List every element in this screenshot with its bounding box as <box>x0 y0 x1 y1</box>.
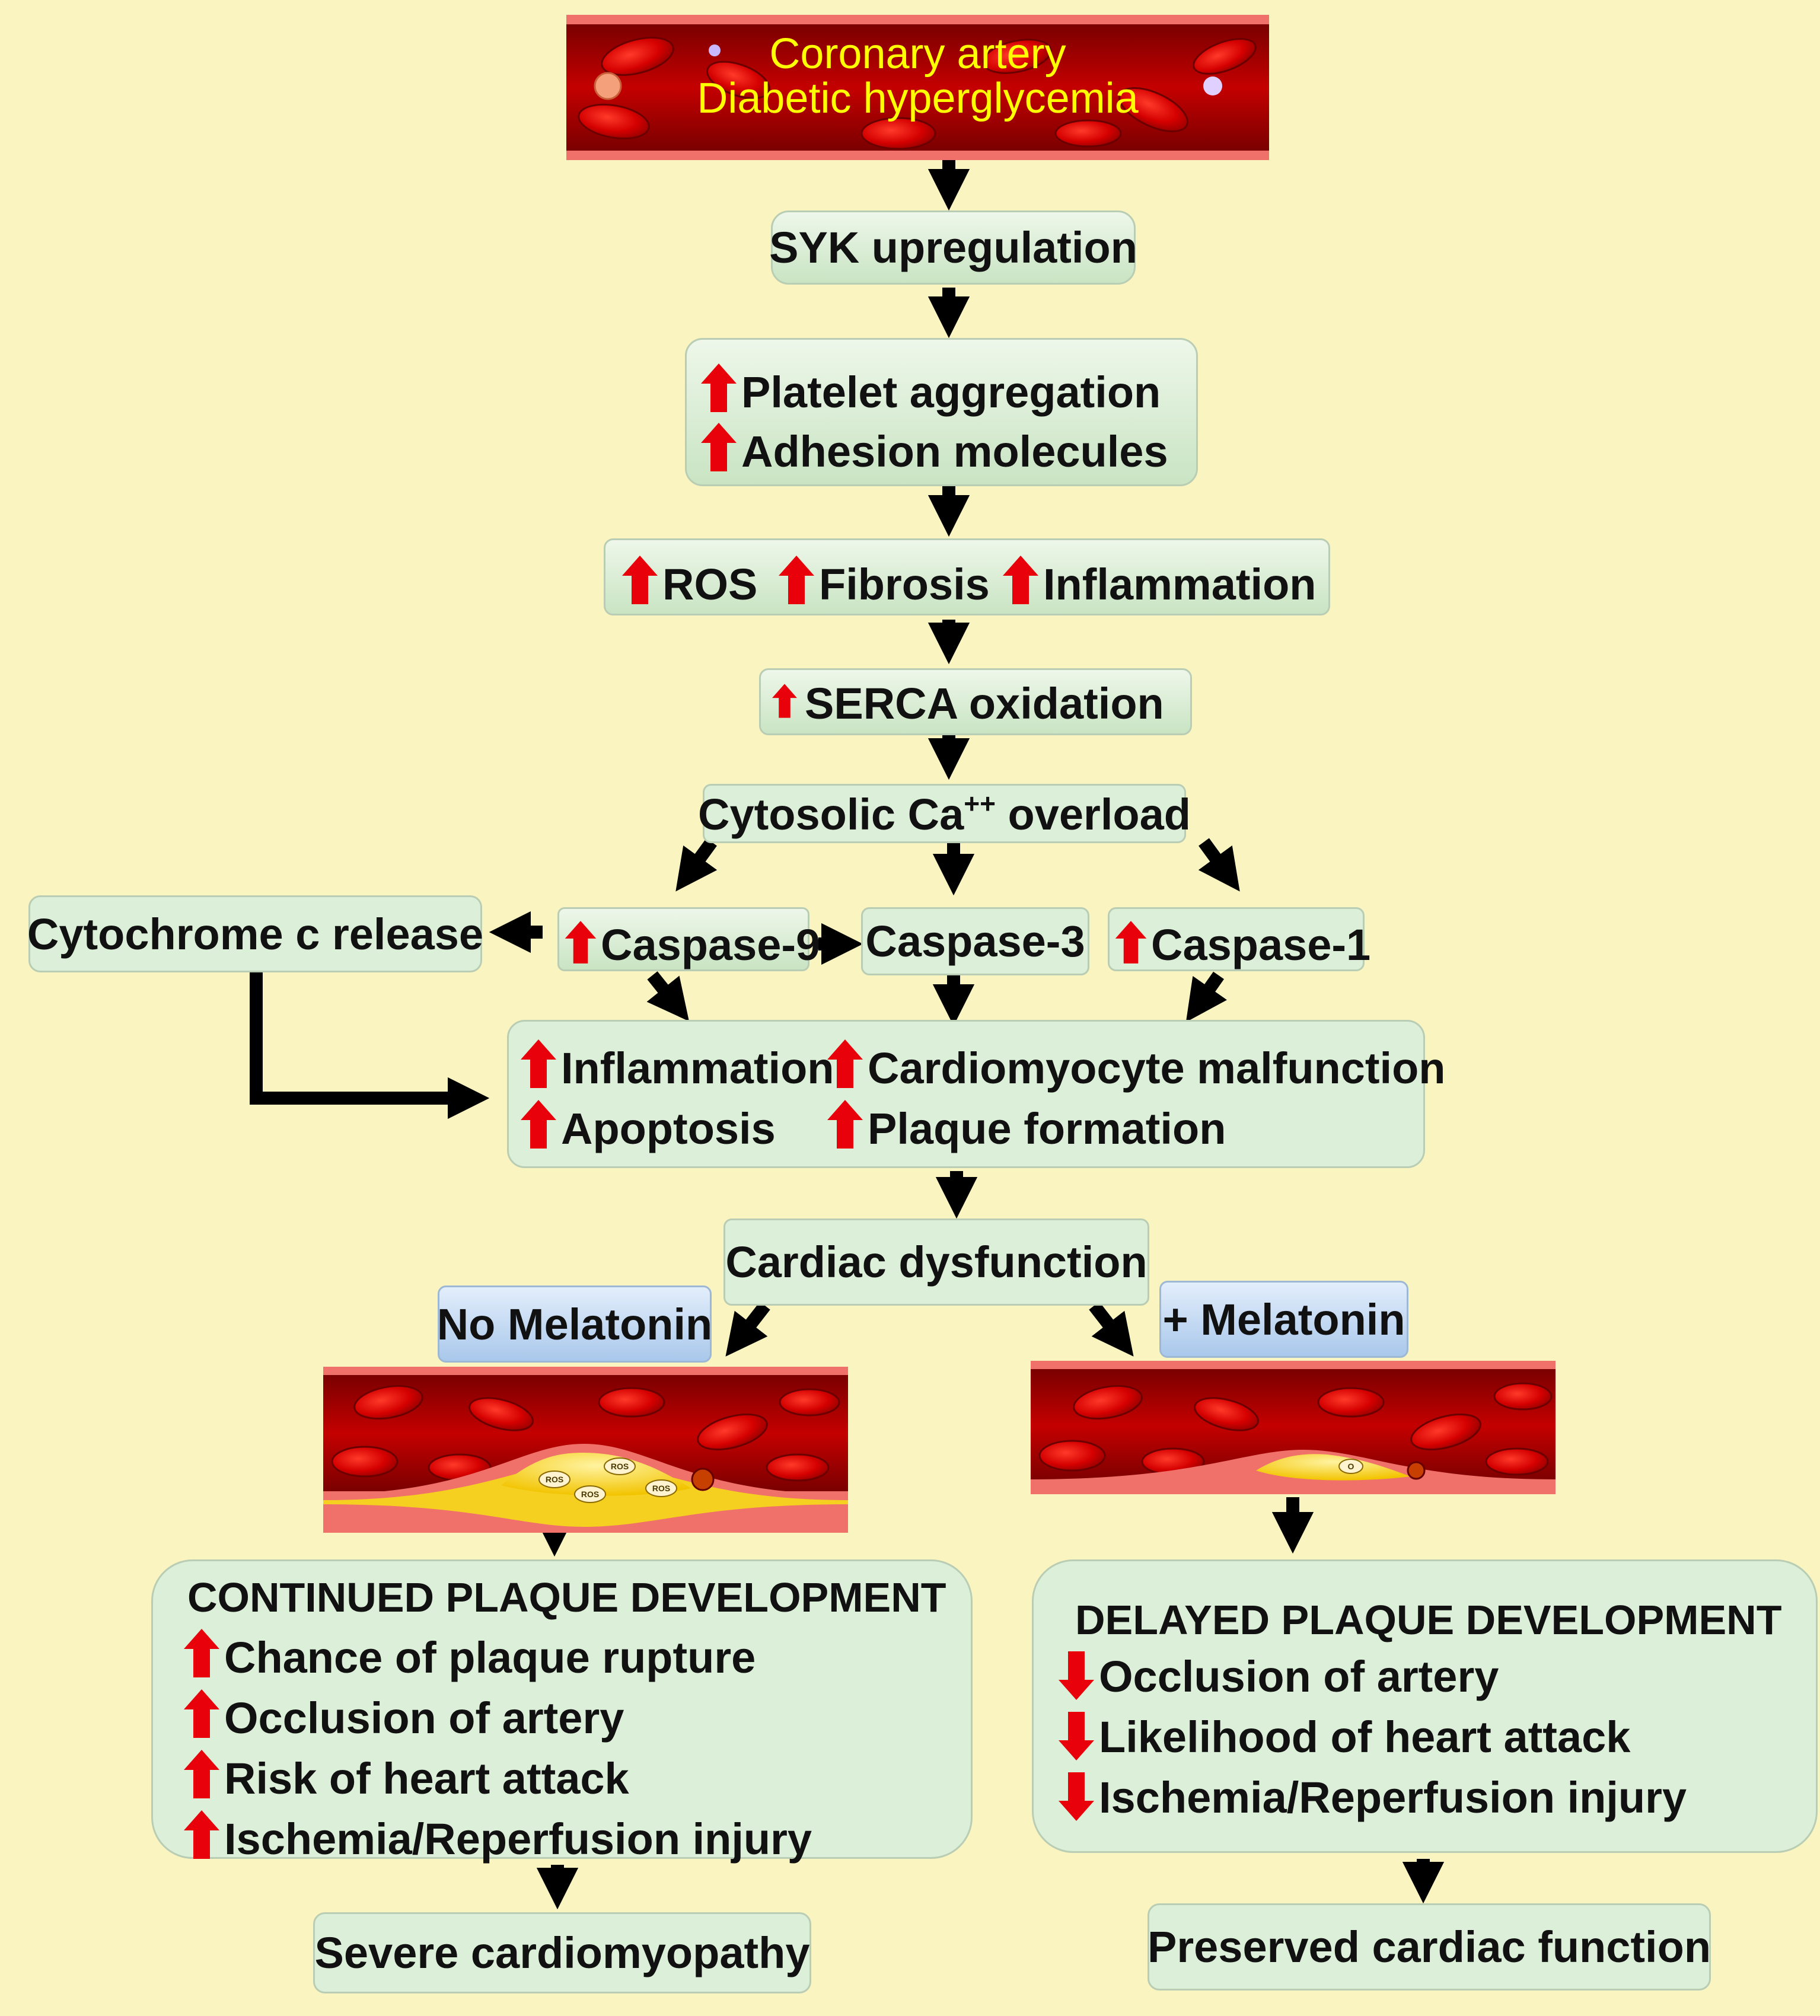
up-arrow-icon <box>1114 920 1148 965</box>
serca-label: SERCA oxidation <box>805 679 1164 728</box>
ros-label: ROS <box>662 560 758 609</box>
caspase-9-item: Caspase-9 <box>564 920 820 967</box>
outcome-apoptosis: Apoptosis <box>519 1099 776 1151</box>
serca-box: SERCA oxidation <box>759 668 1192 735</box>
no-melatonin-label-box: No Melatonin <box>436 1285 713 1363</box>
syk-upregulation-box: SYK upregulation <box>769 210 1137 285</box>
up-arrow-icon <box>621 554 659 605</box>
vessel-small-plaque-illustration: O <box>1031 1361 1556 1494</box>
up-arrow-icon <box>183 1809 221 1860</box>
flow-arrow-icon <box>1089 1302 1134 1357</box>
continued-item: Ischemia/Reperfusion injury <box>183 1809 812 1861</box>
continued-plaque-heading: CONTINUED PLAQUE DEVELOPMENT <box>187 1574 946 1621</box>
caspase-9-label: Caspase-9 <box>601 920 821 969</box>
platelet-adhesion-box: Platelet aggregation Adhesion molecules <box>685 338 1198 486</box>
ros-item: ROS <box>621 554 757 607</box>
up-arrow-icon <box>519 1099 557 1150</box>
caspase-1-item: Caspase-1 <box>1114 920 1370 967</box>
up-arrow-icon <box>183 1688 221 1739</box>
outcome-inflammation: Inflammation <box>519 1038 834 1090</box>
preserved-cardiac-label: Preserved cardiac function <box>1147 1922 1711 1972</box>
up-arrow-icon <box>183 1749 221 1800</box>
cytosolic-label: Cytosolic Ca++ overload <box>698 788 1191 839</box>
severe-cardiomyopathy-label: Severe cardiomyopathy <box>314 1928 810 1977</box>
down-arrow-icon <box>1057 1711 1095 1762</box>
coronary-artery-illustration <box>566 15 1269 160</box>
cytosolic-ca-box: Cytosolic Ca++ overload <box>698 784 1191 843</box>
adhesion-line: Adhesion molecules <box>700 422 1168 474</box>
continued-plaque-box: CONTINUED PLAQUE DEVELOPMENT Chance of p… <box>151 1559 973 1861</box>
preserved-cardiac-box: Preserved cardiac function <box>1148 1903 1711 1991</box>
no-melatonin-label: No Melatonin <box>436 1299 713 1349</box>
fibrosis-label: Fibrosis <box>819 560 990 609</box>
flow-arrow-icon <box>250 972 490 1119</box>
melatonin-label: + Melatonin <box>1162 1294 1405 1344</box>
continued-item: Risk of heart attack <box>183 1749 629 1801</box>
caspase-3-label: Caspase-3 <box>865 917 1085 966</box>
vessel-with-plaque-illustration: ROS ROS ROS ROS <box>323 1367 848 1533</box>
melatonin-label-box: + Melatonin <box>1159 1281 1408 1358</box>
plaque-o-label: O <box>1348 1462 1354 1471</box>
serca-item: SERCA oxidation <box>768 682 1164 726</box>
platelet-line: Platelet aggregation <box>700 362 1161 414</box>
delayed-item: Ischemia/Reperfusion injury <box>1057 1771 1687 1822</box>
up-arrow-icon <box>1002 554 1040 605</box>
up-arrow-icon <box>564 920 597 965</box>
flow-arrow-icon <box>675 838 718 892</box>
up-arrow-icon <box>700 422 738 473</box>
up-arrow-icon <box>183 1628 221 1679</box>
up-arrow-icon <box>519 1038 557 1089</box>
caspase-1-label: Caspase-1 <box>1151 920 1371 969</box>
delayed-plaque-box: DELAYED PLAQUE DEVELOPMENT Occlusion of … <box>1032 1559 1818 1853</box>
flow-arrow-icon <box>1198 838 1240 892</box>
continued-item: Chance of plaque rupture <box>183 1628 756 1680</box>
plaque-ros-label: ROS <box>611 1462 629 1471</box>
platelet-label: Platelet aggregation <box>741 368 1161 417</box>
caspase-3-box: Caspase-3 <box>861 907 1089 975</box>
outcomes-box: Inflammation Cardiomyocyte malfunction A… <box>507 1020 1446 1168</box>
down-arrow-icon <box>1057 1771 1095 1822</box>
delayed-plaque-heading: DELAYED PLAQUE DEVELOPMENT <box>1075 1597 1782 1643</box>
delayed-item: Likelihood of heart attack <box>1057 1711 1630 1762</box>
outcome-plaque-formation: Plaque formation <box>826 1099 1226 1151</box>
flow-arrow-icon <box>725 1302 770 1357</box>
syk-label: SYK upregulation <box>769 223 1137 272</box>
delayed-item: Occlusion of artery <box>1057 1650 1499 1701</box>
flow-arrow-icon <box>1185 971 1228 1022</box>
severe-cardiomyopathy-box: Severe cardiomyopathy <box>313 1912 811 1993</box>
ros-fibrosis-inflammation-box: ROS Fibrosis Inflammation <box>604 538 1330 615</box>
plaque-ros-label: ROS <box>652 1484 670 1493</box>
cardiac-dysfunction-box: Cardiac dysfunction <box>723 1218 1149 1306</box>
cytochrome-c-box: Cytochrome c release <box>27 895 484 972</box>
continued-item: Occlusion of artery <box>183 1688 624 1740</box>
cardiac-dysfunction-label: Cardiac dysfunction <box>725 1237 1148 1287</box>
header-title-1: Coronary artery <box>769 30 1066 78</box>
up-arrow-icon <box>768 683 801 719</box>
caspase-1-box: Caspase-1 <box>1108 907 1370 971</box>
header-title-2: Diabetic hyperglycemia <box>697 75 1139 122</box>
fibrosis-item: Fibrosis <box>777 554 990 607</box>
adhesion-label: Adhesion molecules <box>741 427 1168 476</box>
up-arrow-icon <box>826 1038 864 1089</box>
caspase-9-box: Caspase-9 <box>557 907 820 971</box>
plaque-ros-label: ROS <box>581 1489 599 1499</box>
outcome-cardiomyocyte: Cardiomyocyte malfunction <box>826 1038 1446 1090</box>
inflammation-item: Inflammation <box>1002 554 1316 607</box>
flow-arrow-icon <box>646 971 689 1022</box>
plaque-ros-label: ROS <box>546 1475 563 1484</box>
up-arrow-icon <box>700 362 738 413</box>
up-arrow-icon <box>826 1099 864 1150</box>
down-arrow-icon <box>1057 1650 1095 1701</box>
inflammation-label: Inflammation <box>1043 560 1317 609</box>
up-arrow-icon <box>777 554 815 605</box>
cytochrome-label: Cytochrome c release <box>27 909 484 959</box>
